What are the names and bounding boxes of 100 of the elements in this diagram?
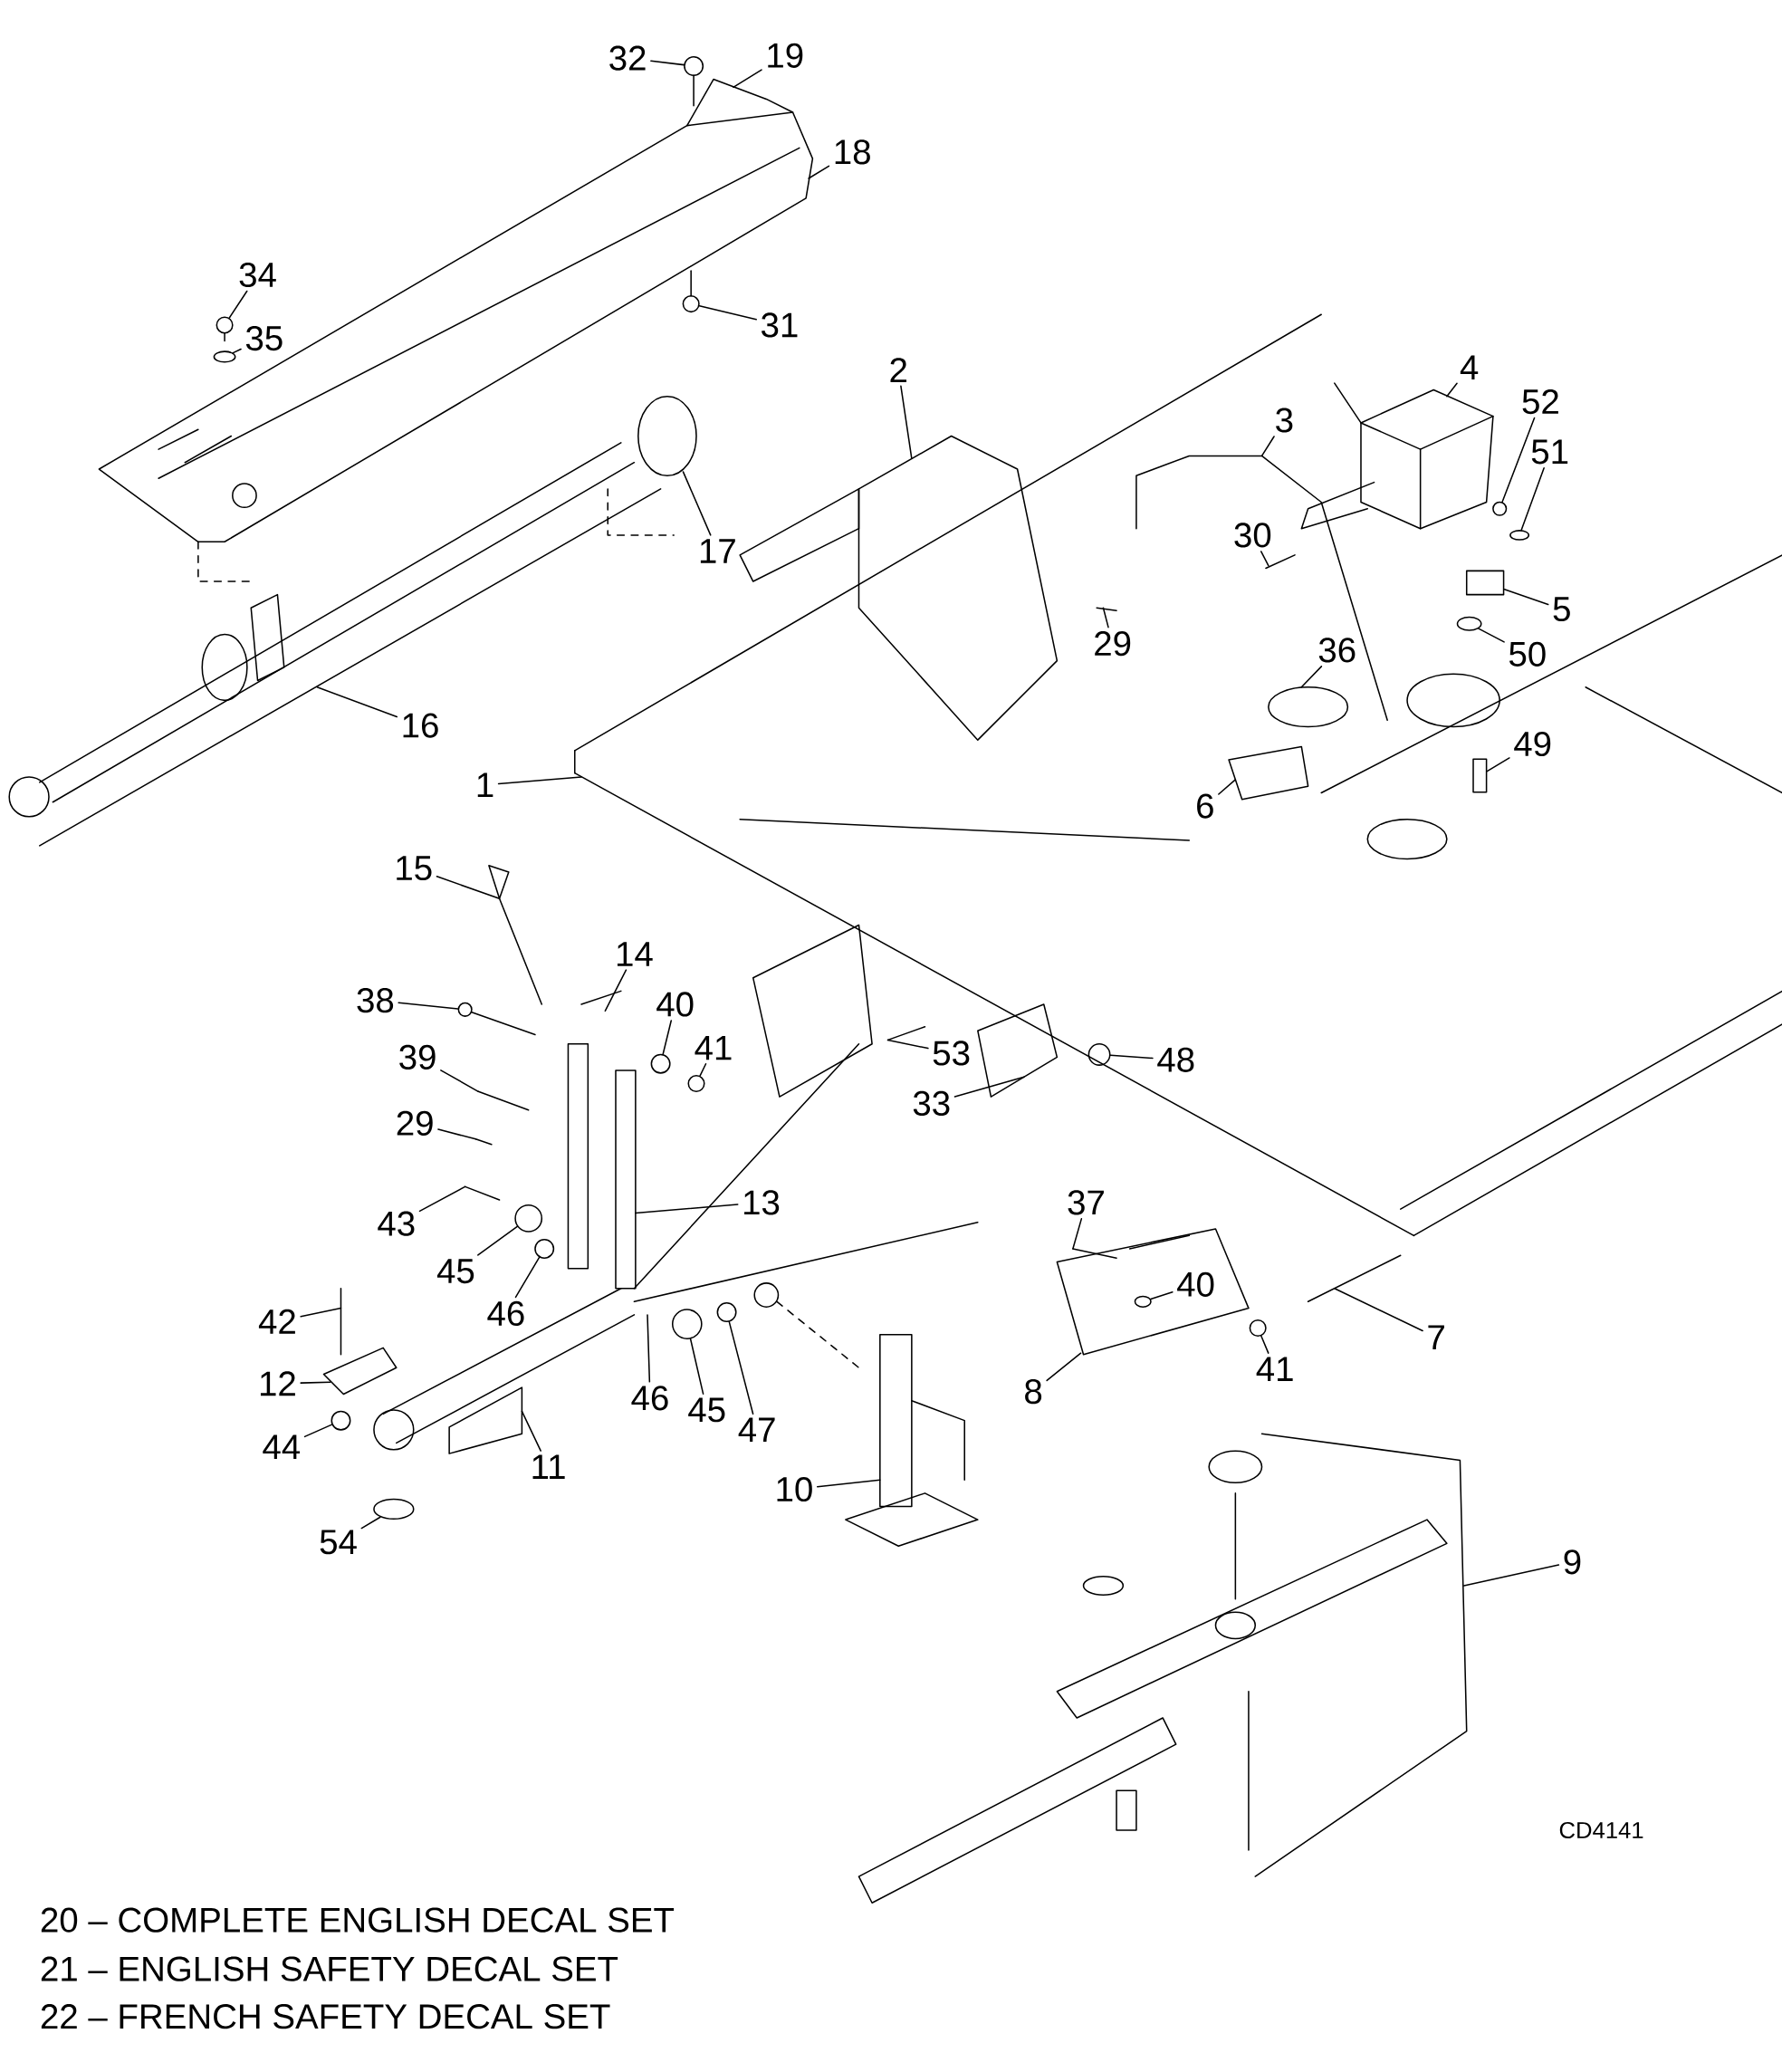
- callout-number: 48: [1156, 1047, 1194, 1072]
- leader-line: [1445, 382, 1458, 398]
- callout-number: 46: [631, 1386, 668, 1411]
- callout-number: 44: [263, 1434, 300, 1460]
- nut: [683, 55, 704, 76]
- callout-number: 12: [260, 1371, 295, 1396]
- callout-number: 19: [768, 43, 803, 68]
- nut: [534, 1238, 554, 1259]
- leader-line: [1102, 607, 1109, 628]
- leader-line: [1260, 1335, 1269, 1354]
- callout-number: 9: [1564, 1549, 1581, 1575]
- leader-line: [316, 686, 398, 718]
- leader-line: [953, 1076, 1025, 1098]
- callout-number: 42: [258, 1309, 295, 1334]
- leader-line: [300, 1307, 342, 1318]
- leader-line: [1109, 1054, 1154, 1060]
- washer: [1509, 530, 1529, 541]
- leader-line: [728, 1320, 754, 1415]
- drawing-number: CD4141: [1559, 1821, 1643, 1839]
- leader-line: [647, 1314, 650, 1383]
- leader-line: [1478, 628, 1505, 643]
- leader-line: [1217, 779, 1236, 795]
- washer: [514, 1204, 542, 1233]
- nut: [1249, 1319, 1267, 1337]
- callout-number: 3: [1275, 408, 1293, 433]
- leader-line: [1486, 757, 1510, 772]
- callout-number: 41: [695, 1035, 732, 1060]
- leader-line: [1300, 666, 1322, 688]
- nut: [331, 1410, 351, 1431]
- leader-line: [899, 385, 913, 460]
- callout-number: 38: [357, 988, 393, 1013]
- callout-number: 2: [890, 358, 906, 382]
- parts-note: 21 – ENGLISH SAFETY DECAL SET: [41, 1956, 618, 1981]
- callout-number: 47: [738, 1417, 775, 1443]
- leader-line: [732, 69, 762, 89]
- washer: [650, 1053, 671, 1074]
- callout-number: 5: [1553, 597, 1570, 622]
- callout-number: 30: [1234, 523, 1270, 548]
- callout-number: 53: [933, 1041, 970, 1066]
- washer: [671, 1309, 703, 1339]
- leader-line: [1333, 1287, 1423, 1332]
- leader-line: [1501, 417, 1536, 503]
- callout-number: 14: [617, 942, 653, 966]
- leader-line: [808, 165, 829, 179]
- callout-number: 1: [477, 772, 493, 797]
- callout-number: 15: [397, 856, 432, 881]
- callout-number: 49: [1513, 731, 1550, 757]
- callout-number: 29: [1094, 631, 1130, 657]
- callout-number: 17: [700, 539, 735, 563]
- callout-number: 34: [239, 262, 276, 288]
- callout-number: 31: [761, 312, 798, 338]
- leader-line: [514, 1256, 541, 1299]
- parts-note: 22 – FRENCH SAFETY DECAL SET: [41, 2004, 610, 2029]
- callout-number: 37: [1068, 1190, 1104, 1215]
- callout-number: 51: [1531, 439, 1567, 465]
- washer: [1456, 616, 1482, 631]
- leader-line: [303, 1424, 332, 1438]
- leader-line: [418, 1185, 466, 1213]
- leader-line: [360, 1516, 381, 1530]
- callout-number: 41: [1256, 1357, 1293, 1381]
- leader-line: [816, 1479, 881, 1488]
- leader-line: [436, 876, 501, 899]
- callout-number: 36: [1318, 638, 1356, 663]
- callout-number: 11: [532, 1454, 565, 1479]
- callout-number: 4: [1460, 355, 1478, 379]
- callout-number: 54: [320, 1530, 357, 1555]
- washer: [1134, 1295, 1152, 1308]
- pin: [1087, 1043, 1111, 1066]
- callout-number: 32: [608, 45, 646, 71]
- leader-line: [649, 60, 685, 66]
- callout-number: 6: [1196, 793, 1213, 819]
- callout-number: 33: [913, 1090, 950, 1117]
- washer: [213, 350, 236, 363]
- callout-number: 29: [397, 1110, 433, 1136]
- callout-number: 46: [487, 1300, 524, 1327]
- leader-line: [886, 1039, 929, 1050]
- leader-line: [634, 1204, 739, 1214]
- leader-line: [698, 305, 757, 321]
- leader-line: [689, 1338, 704, 1395]
- callout-number: 43: [378, 1211, 415, 1236]
- callout-number: 45: [687, 1397, 725, 1423]
- clip: [1465, 570, 1505, 596]
- callout-number: 13: [743, 1190, 779, 1215]
- callout-number: 40: [1176, 1271, 1214, 1297]
- leader-line: [1520, 467, 1545, 531]
- callout-number: 18: [835, 139, 870, 165]
- leader-line: [228, 290, 248, 319]
- callout-number: 16: [403, 713, 438, 738]
- leader-line: [436, 1128, 476, 1140]
- leader-line: [662, 1020, 672, 1055]
- callout-number: 8: [1024, 1378, 1041, 1405]
- callout-number: 35: [245, 325, 283, 351]
- bolt-head: [682, 295, 700, 313]
- callout-number: 50: [1509, 641, 1546, 667]
- nut: [716, 1302, 737, 1322]
- leader-line: [232, 348, 242, 354]
- bolt-head: [216, 316, 234, 334]
- parts-note: 20 – COMPLETE ENGLISH DECAL SET: [41, 1907, 674, 1933]
- callout-number: 52: [1522, 388, 1558, 415]
- bolt: [1472, 758, 1488, 793]
